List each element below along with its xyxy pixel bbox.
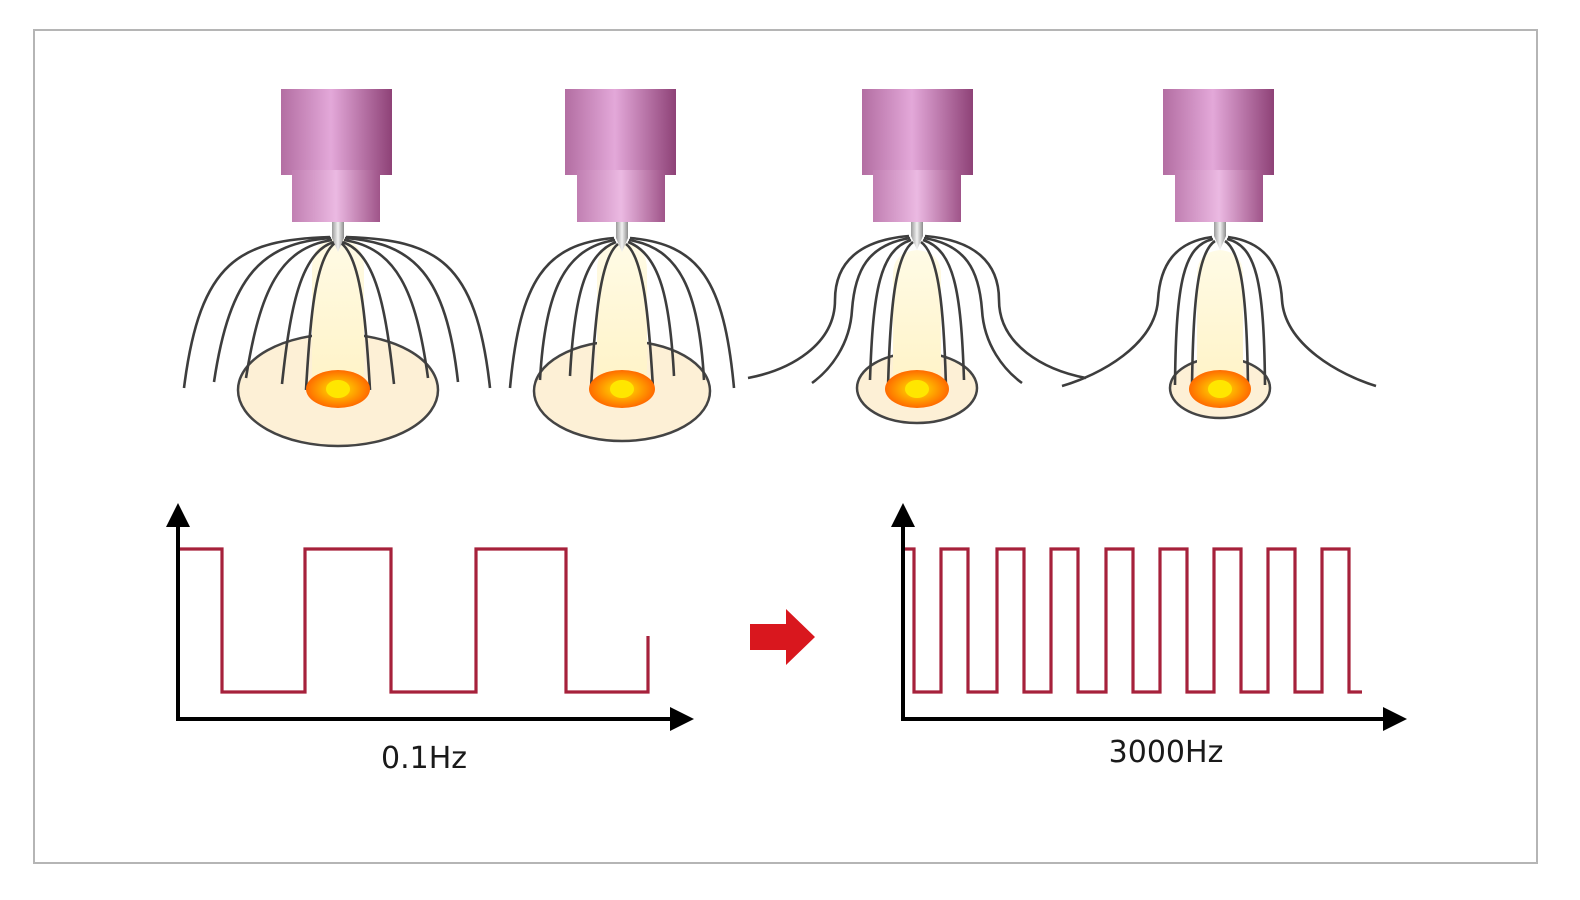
y-axis-arrow-icon [166,503,190,527]
plasma-column [893,250,941,385]
torch-arc-medium-narrow [747,89,1087,425]
square-wave-high-frequency [903,547,1362,694]
torch-neck [1175,170,1263,222]
torch-neck [577,170,665,222]
tungsten-electrode [616,222,628,252]
plasma-column [1197,250,1243,385]
arc-field-lines [182,235,492,391]
arc-field-lines [747,234,1087,389]
right-arrow-icon [750,609,815,665]
arc-field-lines [1061,235,1377,389]
tungsten-electrode [1214,222,1226,250]
tungsten-electrode [911,222,923,250]
frame-border [33,29,1538,864]
plasma-column [597,243,647,385]
plasma-column [312,238,364,385]
arc-field-lines [508,236,736,389]
y-axis-arrow-icon [891,503,915,527]
tungsten-electrode [332,222,344,252]
torch-neck [873,170,961,222]
x-axis-arrow-icon [1383,707,1407,731]
torch-body [862,89,973,175]
graph-high-frequency: 3000Hz [891,503,1407,770]
torch-body [1163,89,1274,175]
frequency-label-high: 3000Hz [1109,735,1224,770]
torch-body [281,89,392,175]
torch-neck [292,170,380,222]
frequency-label-low: 0.1Hz [381,741,467,776]
square-wave-low-frequency [178,547,650,694]
torch-arc-medium-wide [508,89,736,443]
torch-arc-wide [182,89,492,448]
torch-body [565,89,676,175]
torch-arc-narrow [1061,89,1377,420]
graph-low-frequency: 0.1Hz [166,503,694,776]
x-axis-arrow-icon [670,707,694,731]
